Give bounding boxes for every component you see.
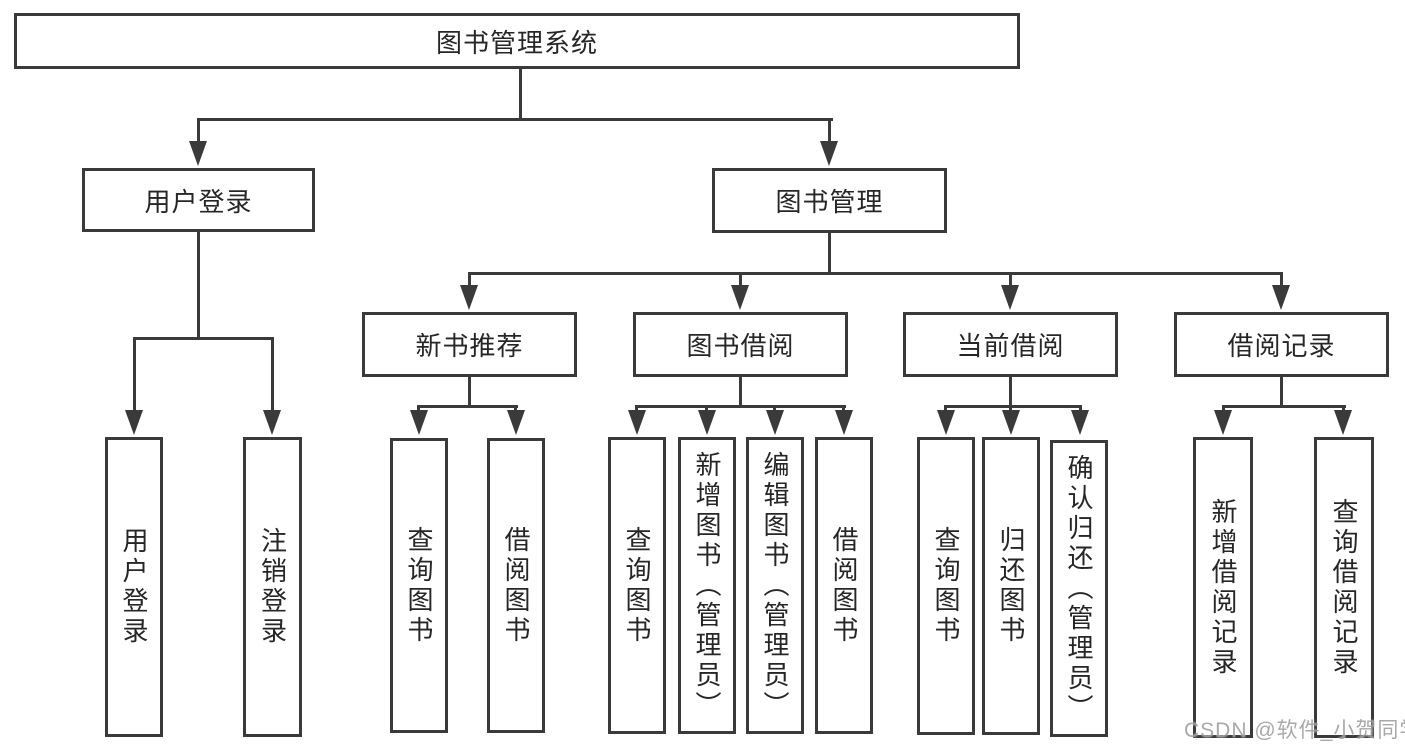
connector-records-stub-1 <box>1222 405 1225 413</box>
node-borrow-books-2-label: 借阅图书 <box>829 525 859 646</box>
connector-root-stub-left <box>197 118 200 144</box>
arrow-down-icon <box>460 285 478 310</box>
node-query-borrow-record: 查询借阅记录 <box>1314 437 1374 738</box>
node-book-management: 图书管理 <box>712 168 947 233</box>
node-query-books-1-label: 查询图书 <box>404 525 434 646</box>
arrow-down-icon <box>410 410 428 435</box>
node-user-login: 用户登录 <box>82 168 315 232</box>
node-confirm-return-admin: 确认归还（管理员） <box>1050 440 1108 737</box>
connector-records-hline <box>1222 405 1346 408</box>
node-edit-books-admin: 编辑图书（管理员） <box>746 437 804 734</box>
node-add-borrow-record-label: 新增借阅记录 <box>1208 497 1238 678</box>
connector-user-login-stub-left <box>133 337 136 411</box>
connector-book-management-hline <box>468 272 1283 275</box>
node-query-books-3-label: 查询图书 <box>931 526 961 646</box>
node-new-book-recommendation-label: 新书推荐 <box>415 331 524 361</box>
watermark: CSDN @软件_小贺同学 <box>1184 719 1405 742</box>
connector-current-stub-2 <box>1009 405 1012 413</box>
node-user-login-leaf-label: 用户登录 <box>119 527 149 647</box>
connector-borrowing-stub-1 <box>635 405 638 413</box>
arrow-down-icon <box>766 410 784 435</box>
connector-l3-stub-1 <box>468 272 471 288</box>
connector-user-login-vline <box>197 232 200 337</box>
node-borrow-books-1: 借阅图书 <box>487 438 545 733</box>
node-add-borrow-record: 新增借阅记录 <box>1193 437 1253 738</box>
node-book-borrowing: 图书借阅 <box>633 312 848 377</box>
node-borrow-books-2: 借阅图书 <box>815 437 873 734</box>
arrow-down-icon <box>189 141 207 166</box>
arrow-down-icon <box>1214 410 1232 435</box>
node-add-books-admin: 新增图书（管理员） <box>678 437 736 734</box>
node-borrow-books-1-label: 借阅图书 <box>501 525 531 646</box>
connector-borrowing-vline <box>739 377 742 405</box>
node-library-management-system-label: 图书管理系统 <box>435 27 598 58</box>
connector-current-stub-3 <box>1079 405 1082 413</box>
connector-recommendation-stub-1 <box>417 405 420 413</box>
node-borrowing-records-label: 借阅记录 <box>1227 331 1336 361</box>
connector-recommendation-hline <box>417 405 518 408</box>
arrow-down-icon <box>1272 285 1290 310</box>
arrow-down-icon <box>1001 285 1019 310</box>
node-book-management-label: 图书管理 <box>775 187 884 217</box>
node-add-books-admin-label: 新增图书（管理员） <box>692 450 722 721</box>
node-borrowing-records: 借阅记录 <box>1174 312 1389 377</box>
arrow-down-icon <box>937 410 955 435</box>
connector-user-login-hline <box>133 337 274 340</box>
arrow-down-icon <box>1334 410 1352 435</box>
arrow-down-icon <box>263 410 281 435</box>
connector-recommendation-vline <box>468 377 471 405</box>
node-query-books-1: 查询图书 <box>390 438 448 733</box>
node-book-borrowing-label: 图书借阅 <box>686 331 795 361</box>
arrow-down-icon <box>731 285 749 310</box>
arrow-down-icon <box>125 410 143 435</box>
connector-user-login-stub-right <box>271 337 274 411</box>
connector-current-stub-1 <box>944 405 947 413</box>
node-library-management-system: 图书管理系统 <box>14 13 1020 69</box>
node-confirm-return-admin-label: 确认归还（管理员） <box>1064 453 1094 724</box>
arrow-down-icon <box>1002 410 1020 435</box>
arrow-down-icon <box>1071 410 1089 435</box>
connector-borrowing-hline <box>635 405 846 408</box>
connector-root-vline <box>519 69 522 118</box>
connector-recommendation-stub-2 <box>514 405 517 413</box>
connector-l3-stub-3 <box>1009 272 1012 288</box>
connector-borrowing-stub-3 <box>773 405 776 413</box>
node-query-books-3: 查询图书 <box>917 437 975 735</box>
connector-current-hline <box>944 405 1082 408</box>
node-query-books-2: 查询图书 <box>608 437 666 734</box>
connector-borrowing-stub-2 <box>705 405 708 413</box>
arrow-down-icon <box>507 410 525 435</box>
arrow-down-icon <box>698 410 716 435</box>
node-current-borrowing: 当前借阅 <box>903 312 1118 377</box>
connector-current-vline <box>1009 377 1012 405</box>
arrow-down-icon <box>628 410 646 435</box>
connector-records-stub-2 <box>1342 405 1345 413</box>
arrow-down-icon <box>820 141 838 166</box>
node-logout-label: 注销登录 <box>257 527 288 647</box>
node-current-borrowing-label: 当前借阅 <box>956 331 1065 361</box>
connector-book-management-vline <box>828 233 831 272</box>
connector-root-stub-right <box>828 118 831 144</box>
connector-l3-stub-4 <box>1280 272 1283 288</box>
arrow-down-icon <box>835 410 853 435</box>
node-return-books: 归还图书 <box>982 437 1040 735</box>
node-query-borrow-record-label: 查询借阅记录 <box>1329 497 1359 678</box>
node-query-books-2-label: 查询图书 <box>622 525 652 646</box>
node-user-login-leaf: 用户登录 <box>105 437 163 737</box>
node-edit-books-admin-label: 编辑图书（管理员） <box>760 450 790 721</box>
connector-borrowing-stub-4 <box>842 405 845 413</box>
node-return-books-label: 归还图书 <box>996 526 1026 646</box>
connector-root-hline <box>197 118 833 121</box>
node-user-login-label: 用户登录 <box>144 186 253 217</box>
connector-records-vline <box>1280 377 1283 405</box>
connector-l3-stub-2 <box>739 272 742 288</box>
node-new-book-recommendation: 新书推荐 <box>362 312 577 377</box>
node-logout: 注销登录 <box>243 437 302 737</box>
